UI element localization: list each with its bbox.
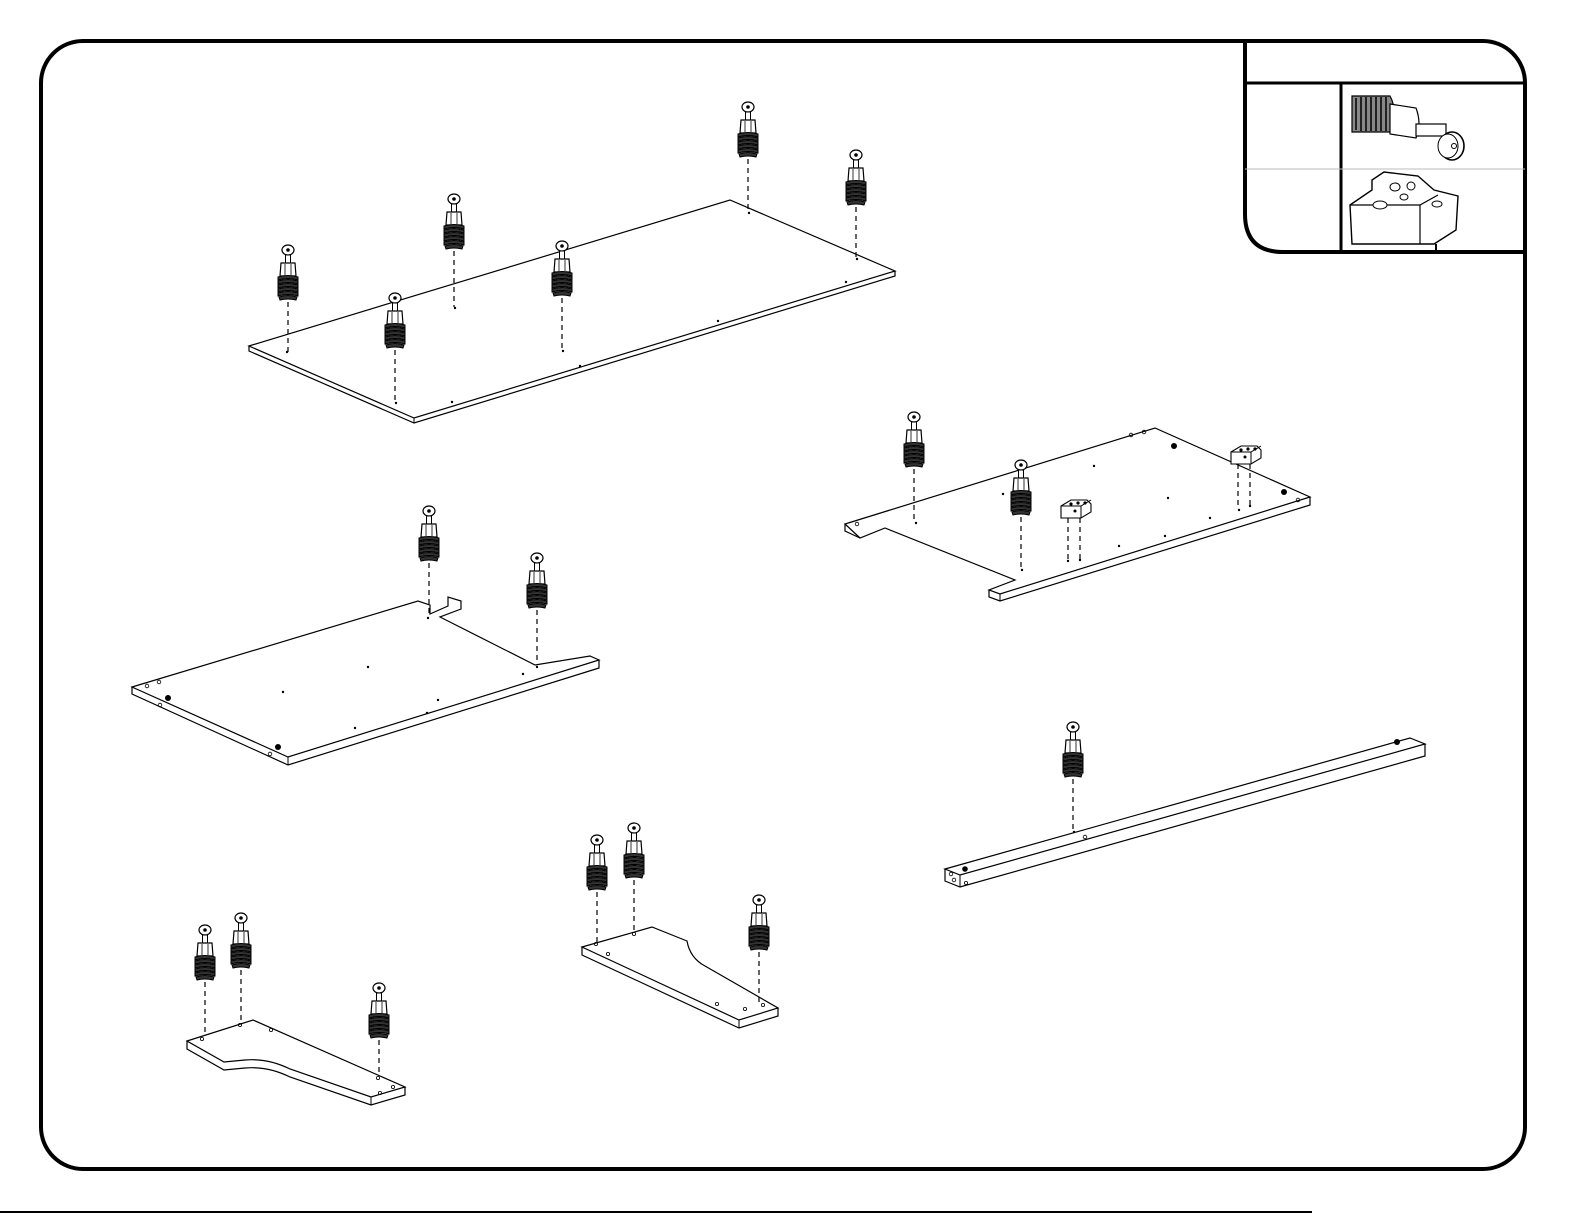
parts-legend <box>1245 41 1525 252</box>
cam-bolt <box>587 835 607 890</box>
cam-bolt <box>231 913 251 968</box>
cam-bolt <box>904 412 924 467</box>
bracket <box>1061 500 1091 518</box>
bracket <box>1231 446 1261 464</box>
cam-bolt <box>749 895 769 950</box>
cam-bolt <box>444 194 464 249</box>
page-border <box>41 41 1525 1169</box>
cam-bolt <box>419 506 439 561</box>
cam-bolt <box>846 150 866 205</box>
cam-bolt <box>624 823 644 878</box>
cam-bolt <box>195 925 215 980</box>
cam-bolt <box>738 102 758 157</box>
cam-bolt-illustration <box>1352 96 1464 160</box>
cam-bolt <box>278 245 298 300</box>
part-left-shelf-panel <box>132 597 599 765</box>
cam-bolt <box>369 983 389 1038</box>
cam-bolt <box>1063 722 1083 777</box>
part-front-rail <box>945 738 1425 887</box>
cam-bolt <box>527 553 547 608</box>
bracket-illustration <box>1350 172 1458 250</box>
footer-rule <box>0 1211 1312 1213</box>
part-top-panel <box>249 200 895 423</box>
